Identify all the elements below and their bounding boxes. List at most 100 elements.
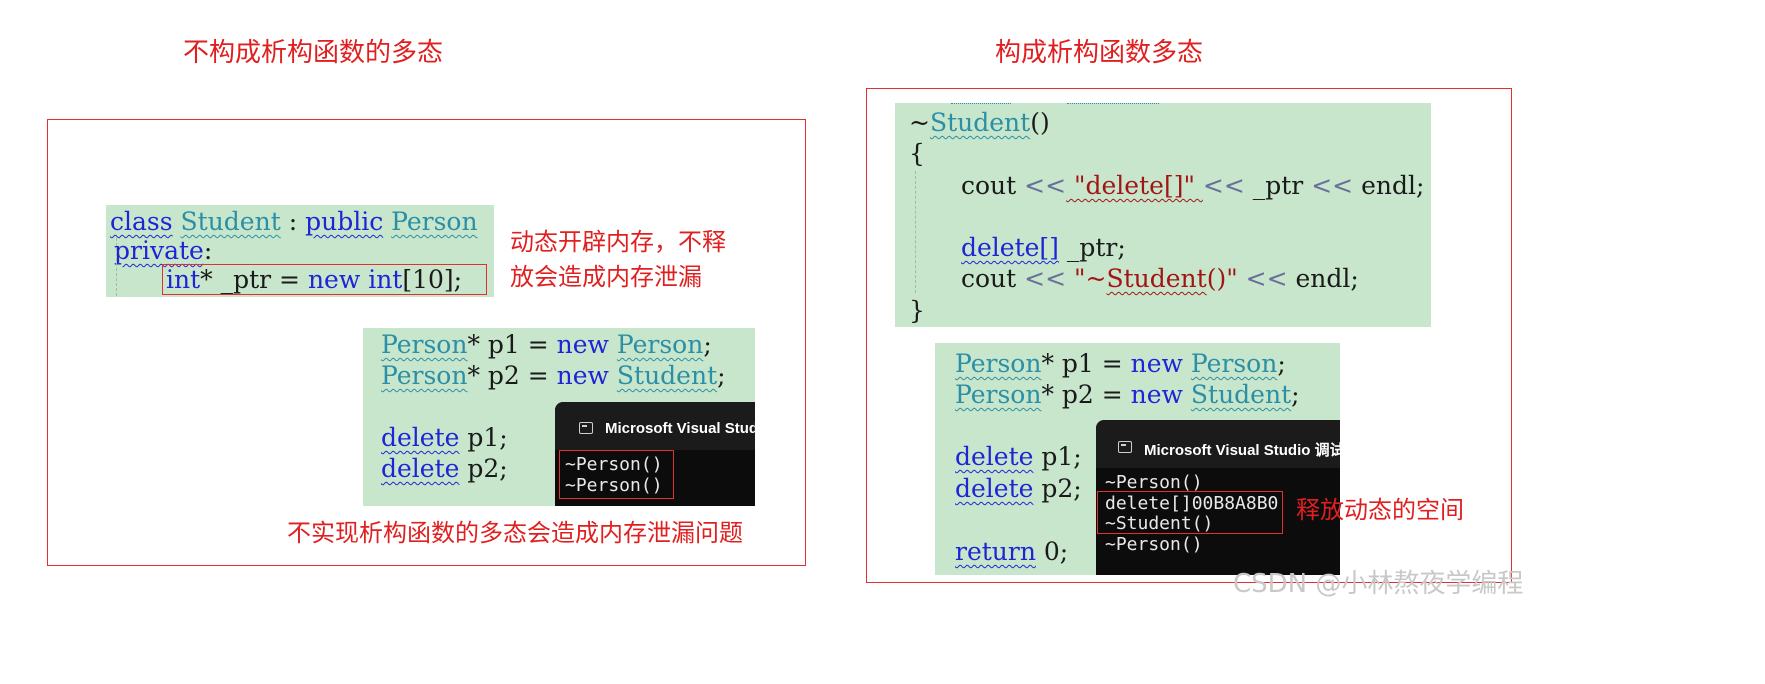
keyword-new: new bbox=[556, 330, 609, 359]
console-app-icon bbox=[1118, 441, 1132, 453]
keyword-public: public bbox=[305, 207, 384, 236]
keyword-private: private bbox=[114, 236, 204, 265]
keyword-delete: delete bbox=[955, 474, 1034, 503]
return-value: 0; bbox=[1035, 537, 1069, 566]
p2-decl: * p2 = bbox=[467, 361, 557, 390]
keyword-new: new bbox=[1130, 349, 1183, 378]
type-person: Person bbox=[1190, 349, 1278, 378]
string-literal: ()" bbox=[1206, 264, 1246, 293]
keyword-int: int bbox=[368, 265, 403, 294]
parens: () bbox=[1030, 108, 1050, 137]
cout: cout bbox=[961, 264, 1025, 293]
keyword-class: class bbox=[110, 207, 173, 236]
left-panel-frame bbox=[47, 119, 806, 566]
right-panel-title: 构成析构函数多态 bbox=[995, 38, 1204, 68]
delete-target: p2; bbox=[1033, 474, 1082, 503]
console-app-icon bbox=[579, 422, 593, 434]
keyword-delete: delete bbox=[955, 442, 1034, 471]
delete-target: _ptr; bbox=[1058, 233, 1126, 262]
semicolon: ; bbox=[717, 361, 726, 390]
p1-decl: * p1 = bbox=[1041, 349, 1131, 378]
p1-decl: * p1 = bbox=[467, 330, 557, 359]
indent-guide bbox=[915, 171, 917, 293]
code-line-dtor-signature: ~Student() bbox=[909, 107, 1050, 138]
code-line-p1-decl: Person* p1 = new Person; bbox=[955, 348, 1286, 379]
squiggle-fragment bbox=[951, 103, 1011, 106]
console-output-line: ~Person() bbox=[565, 475, 663, 496]
console-title-bar bbox=[1096, 420, 1340, 468]
code-line-open-brace: { bbox=[909, 139, 925, 168]
leak-note-line1: 动态开辟内存，不释 bbox=[510, 228, 726, 256]
code-line-private: private: bbox=[114, 235, 212, 266]
type-student: Student bbox=[1190, 380, 1292, 409]
stream-operator: << bbox=[1024, 264, 1067, 293]
code-line-cout-dtor: cout << "~Student()" << endl; bbox=[961, 263, 1359, 294]
code-line-delete-p2: delete p2; bbox=[955, 473, 1082, 504]
squiggle-fragment bbox=[1067, 103, 1159, 106]
string-literal: "~ bbox=[1066, 264, 1107, 293]
string-literal: Student bbox=[1106, 264, 1207, 293]
code-line-delete-p2: delete p2; bbox=[381, 453, 508, 484]
ptr-var: _ptr bbox=[1244, 171, 1312, 200]
left-caption: 不实现析构函数的多态会造成内存泄漏问题 bbox=[287, 519, 743, 547]
code-line-p2-decl: Person* p2 = new Student; bbox=[955, 379, 1300, 410]
code-line-delete-p1: delete p1; bbox=[381, 422, 508, 453]
delete-target: p1; bbox=[1033, 442, 1082, 471]
stream-operator: << bbox=[1245, 264, 1288, 293]
endl: endl; bbox=[1287, 264, 1359, 293]
keyword-return: return bbox=[955, 537, 1036, 566]
code-line-close-brace: } bbox=[909, 296, 925, 325]
type-person: Person bbox=[381, 330, 468, 359]
delete-target: p1; bbox=[459, 423, 508, 452]
keyword-delete: delete[] bbox=[961, 233, 1059, 262]
console-title-bar bbox=[555, 402, 755, 450]
type-person: Person bbox=[391, 207, 478, 236]
type-person: Person bbox=[955, 380, 1042, 409]
code-line-p1-decl: Person* p1 = new Person; bbox=[381, 329, 712, 360]
semicolon: ; bbox=[703, 330, 712, 359]
class-definition-code: class Student : public Person private: i… bbox=[106, 205, 494, 297]
highlight-console-output-box bbox=[559, 450, 674, 499]
type-student: Student bbox=[616, 361, 718, 390]
cout: cout bbox=[961, 171, 1025, 200]
tilde: ~ bbox=[909, 108, 930, 137]
endl: endl; bbox=[1353, 171, 1425, 200]
indent-guide bbox=[116, 238, 118, 296]
highlight-console-output-box bbox=[1097, 491, 1283, 534]
keyword-new: new bbox=[1130, 380, 1183, 409]
array-size: [10]; bbox=[402, 265, 463, 294]
type-person: Person bbox=[616, 330, 704, 359]
code-line-cout-delete: cout << "delete[]" << _ptr << endl; bbox=[961, 170, 1424, 201]
keyword-new: new bbox=[307, 265, 361, 294]
right-panel-frame bbox=[866, 88, 1512, 583]
left-debug-console: Microsoft Visual Studio i ~Person() ~Per… bbox=[555, 402, 755, 506]
code-line-class-header: class Student : public Person bbox=[110, 206, 478, 237]
type-student: Student bbox=[180, 207, 281, 236]
console-output-line: ~Person() bbox=[565, 454, 663, 475]
type-person: Person bbox=[955, 349, 1042, 378]
colon: : bbox=[288, 207, 298, 236]
highlight-ptr-member-box bbox=[162, 264, 487, 295]
p2-decl: * p2 = bbox=[1041, 380, 1131, 409]
right-debug-console: Microsoft Visual Studio 调试控 ~Person() de… bbox=[1096, 420, 1340, 575]
keyword-int: int bbox=[166, 265, 201, 294]
keyword-delete: delete bbox=[381, 423, 460, 452]
type-person: Person bbox=[381, 361, 468, 390]
semicolon: ; bbox=[1277, 349, 1286, 378]
colon: : bbox=[203, 236, 213, 265]
stream-operator: << bbox=[1311, 171, 1354, 200]
semicolon: ; bbox=[1291, 380, 1300, 409]
string-literal: "delete[]" bbox=[1066, 171, 1203, 200]
stream-operator: << bbox=[1202, 171, 1245, 200]
release-note: 释放动态的空间 bbox=[1296, 496, 1464, 524]
watermark: CSDN @小林熬夜学编程 bbox=[1233, 569, 1524, 599]
stream-operator: << bbox=[1024, 171, 1067, 200]
leak-note-line2: 放会造成内存泄漏 bbox=[510, 263, 702, 291]
keyword-new: new bbox=[556, 361, 609, 390]
console-title: Microsoft Visual Studio 调试控 bbox=[1144, 442, 1340, 459]
console-output-line: delete[]00B8A8B0 bbox=[1105, 493, 1279, 514]
left-panel-title: 不构成析构函数的多态 bbox=[183, 38, 444, 68]
code-line-delete-array: delete[] _ptr; bbox=[961, 232, 1126, 263]
code-line-ptr-member: int* _ptr = new int[10]; bbox=[166, 264, 462, 295]
delete-target: p2; bbox=[459, 454, 508, 483]
